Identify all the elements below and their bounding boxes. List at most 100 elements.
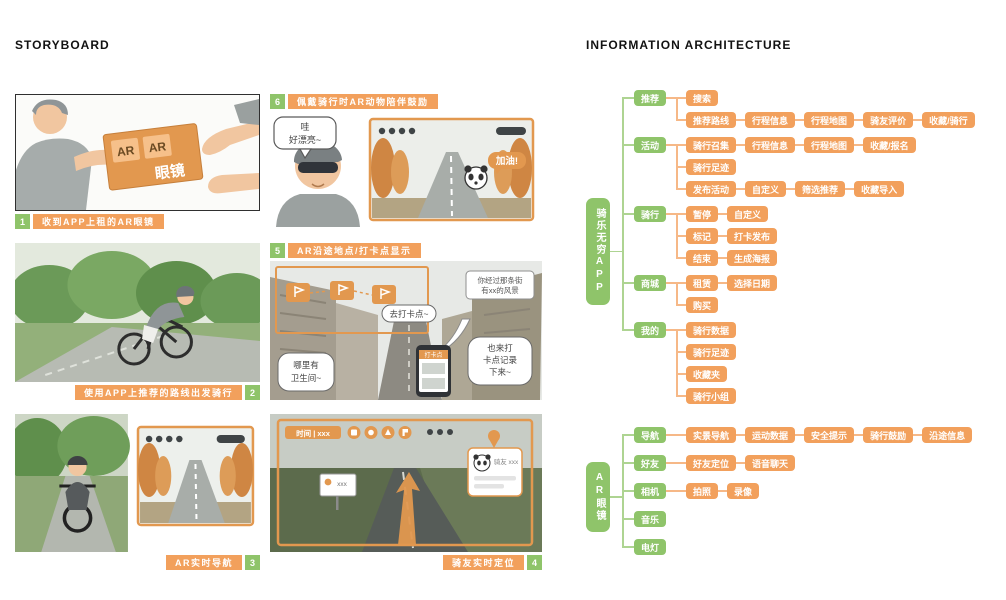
storyboard-grid: AR AR 眼镜 1 收到APP上租的AR眼镜 <box>15 94 571 570</box>
ia-node: 骑行召集 <box>686 137 737 153</box>
panel-5-illustration: 你经过那条街 有xx的风景 去打卡点~ <box>270 261 542 400</box>
storyboard-panel-4: 时间 | xxx <box>270 414 542 570</box>
ia-branch-node: 音乐 <box>634 511 667 527</box>
svg-text:你经过那条街: 你经过那条街 <box>478 275 523 285</box>
ia-row: 收藏夹 <box>676 366 736 388</box>
ia-branch-activity: 活动 骑行召集 行程信息 行程地图 收藏/报名 骑行足迹 <box>622 137 975 206</box>
ia-node: 收藏导入 <box>845 181 905 197</box>
ia-app-root-node: 骑乐无穷APP <box>586 198 622 305</box>
ia-node: 实景导航 <box>686 427 737 443</box>
panel-2-illustration <box>15 243 260 382</box>
ia-node: 行程信息 <box>736 112 796 128</box>
ia-row: 骑行小组 <box>676 388 737 404</box>
delivery-person <box>16 99 114 210</box>
panel-number-badge: 5 <box>270 243 285 258</box>
panel-6-image: 哇 好漂亮~ <box>270 112 542 227</box>
ia-branch-node: 推荐 <box>634 90 677 106</box>
storyboard-panel-5: 5 AR沿途地点/打卡点显示 <box>270 243 542 400</box>
panel-6-caption: 6 佩戴骑行时AR动物陪伴鼓励 <box>270 94 542 109</box>
speech-bubble-ask: 哪里有 卫生间~ <box>277 352 335 392</box>
box-tile-ar-2: AR <box>148 139 167 155</box>
ia-node: 沿途信息 <box>913 427 973 443</box>
hud-dots <box>145 435 245 443</box>
svg-text:哇: 哇 <box>300 122 309 132</box>
ia-branch-node: 好友 <box>634 455 677 471</box>
ar-glasses-icon <box>298 162 338 173</box>
ia-branch-mall: 商城 租赁 选择日期 购买 <box>622 275 975 322</box>
ia-branch-riding: 骑行 暂停 自定义 标记 打卡发布 结束 <box>622 206 975 275</box>
storyboard-section: STORYBOARD <box>15 38 571 570</box>
storyboard-panel-2: 使用APP上推荐的路线出发骑行 2 <box>15 243 260 400</box>
svg-text:卡点记录: 卡点记录 <box>483 355 518 365</box>
ia-node: 标记 <box>686 228 719 244</box>
svg-text:哪里有: 哪里有 <box>293 360 319 370</box>
svg-text:打卡点: 打卡点 <box>424 351 442 359</box>
ia-node: 选择日期 <box>718 275 778 291</box>
cyclist <box>117 285 195 366</box>
receiver-arms <box>202 99 259 194</box>
panel-caption-label: 佩戴骑行时AR动物陪伴鼓励 <box>288 94 438 109</box>
panel-1-image: AR AR 眼镜 <box>15 94 260 211</box>
hud-icons <box>347 426 453 439</box>
speech-bubble-wow: 哇 好漂亮~ <box>273 116 337 160</box>
ia-row: 搜索 <box>676 90 975 112</box>
ia-branch-light: 电灯 <box>622 539 972 567</box>
ia-node: 收藏夹 <box>686 366 728 382</box>
ia-row: 暂停 自定义 <box>676 206 777 228</box>
ia-node: 骑行小组 <box>686 388 737 404</box>
hud-dots <box>378 127 526 135</box>
svg-text:加油!: 加油! <box>495 155 518 167</box>
ia-node: 安全提示 <box>795 427 855 443</box>
ia-node: 暂停 <box>686 206 719 222</box>
panel-4-image: 时间 | xxx <box>270 414 542 552</box>
ia-branch-recommend: 推荐 搜索 推荐路线 行程信息 行程地图 骑友评价 收藏/骑行 <box>622 90 975 137</box>
ia-branch-node: 商城 <box>634 275 677 291</box>
svg-text:好漂亮~: 好漂亮~ <box>289 134 321 145</box>
ia-node: 行程信息 <box>736 137 796 153</box>
ia-node: 自定义 <box>736 181 787 197</box>
cheer-sign: 加油! <box>488 152 526 174</box>
ia-node: 推荐路线 <box>686 112 737 128</box>
ia-node: 行程地图 <box>795 112 855 128</box>
panel-2-caption: 使用APP上推荐的路线出发骑行 2 <box>15 385 260 400</box>
panel-caption-label: AR沿途地点/打卡点显示 <box>288 243 421 258</box>
ia-title: INFORMATION ARCHITECTURE <box>586 38 792 52</box>
svg-text:有xx的风景: 有xx的风景 <box>481 285 519 295</box>
ia-node: 收藏/报名 <box>854 137 916 153</box>
ia-node: 好友定位 <box>686 455 737 471</box>
panel-number-badge: 1 <box>15 214 30 229</box>
ia-node: 录像 <box>718 483 760 499</box>
box-label-glasses: 眼镜 <box>154 161 186 183</box>
svg-text:时间 | xxx: 时间 | xxx <box>296 428 331 438</box>
ia-node: 行程地图 <box>795 137 855 153</box>
panel-3-caption: AR实时导航 3 <box>15 555 260 570</box>
ar-glasses-box: AR AR 眼镜 <box>102 123 204 191</box>
ia-app-tree: 骑乐无穷APP 推荐 搜索 推荐路线 行程信息 行程地图 <box>586 90 998 413</box>
ar-markers-frame <box>275 266 429 334</box>
ia-node: 自定义 <box>718 206 769 222</box>
svg-text:骑友 xxx: 骑友 xxx <box>494 457 519 466</box>
ia-branch-music: 音乐 <box>622 511 972 539</box>
ia-node: 搜索 <box>686 90 719 106</box>
ia-node: 结束 <box>686 250 719 266</box>
ar-view-screen: 加油! <box>368 117 535 222</box>
ia-row: 实景导航 运动数据 安全提示 骑行鼓励 沿途信息 <box>676 427 973 443</box>
svg-text:卫生间~: 卫生间~ <box>291 373 322 383</box>
panel-4-caption: 骑友实时定位 4 <box>270 555 542 570</box>
ia-row: 推荐路线 行程信息 行程地图 骑友评价 收藏/骑行 <box>676 112 975 128</box>
panel-4-illustration: 时间 | xxx <box>270 414 542 552</box>
poi-sign: xxx <box>319 473 357 510</box>
svg-text:也来打: 也来打 <box>487 343 513 353</box>
ia-row: 标记 打卡发布 <box>676 228 778 250</box>
ia-branch-node: 导航 <box>634 427 677 443</box>
ia-row: 骑行足迹 <box>676 344 737 366</box>
ia-row: 结束 生成海报 <box>676 250 778 266</box>
cyclist-rear <box>59 456 96 533</box>
panel-number-badge: 6 <box>270 94 285 109</box>
storyboard-panel-6: 6 佩戴骑行时AR动物陪伴鼓励 <box>270 94 542 229</box>
ia-branch-node: 电灯 <box>634 539 667 555</box>
ar-panda <box>464 165 488 190</box>
panel-caption-label: 使用APP上推荐的路线出发骑行 <box>74 385 242 400</box>
ia-branch-node: 相机 <box>634 483 677 499</box>
